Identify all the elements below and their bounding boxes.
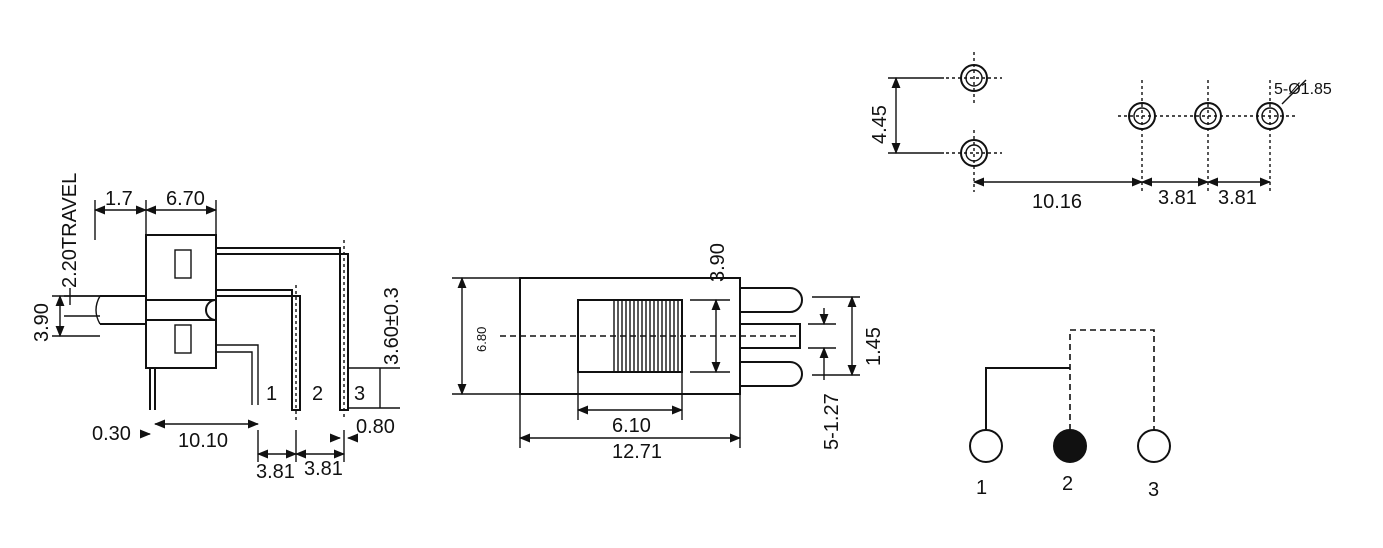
front-pin-mid: [740, 323, 801, 349]
actuator: [100, 295, 146, 325]
pin-2: [216, 289, 301, 411]
front-view: 6.80 3.90 1.45 5-1.27 6.10 12.71: [452, 243, 885, 463]
dim-0-30: 0.30: [92, 423, 131, 445]
dim-5-1-27: 5-1.27: [821, 393, 843, 450]
dim-6-80: 6.80: [474, 327, 489, 352]
dim-3-90-front: 3.90: [707, 243, 729, 282]
dim-3-81-b: 3.81: [304, 458, 343, 480]
dim-6-10: 6.10: [612, 415, 651, 437]
dim-0-80: 0.80: [356, 416, 395, 438]
pin-3: [216, 247, 349, 411]
dim-3-90-side: 3.90: [31, 303, 53, 342]
schematic: 1 2 3: [969, 329, 1171, 501]
dim-3-81-pcb-a: 3.81: [1158, 187, 1197, 209]
hole-pin-1: [1128, 80, 1156, 192]
dim-1-7: 1.7: [105, 188, 133, 210]
dim-hole-spec: 5-Ø1.85: [1274, 81, 1332, 98]
pin-label-1: 1: [266, 383, 277, 405]
hole-lower-left: [946, 130, 1002, 192]
terminal-2: [1053, 429, 1087, 463]
terminal-3: [1137, 429, 1171, 463]
slot-lower: [174, 324, 192, 354]
terminal-label-1: 1: [976, 477, 987, 499]
dim-6-70: 6.70: [166, 188, 205, 210]
dim-3-60: 3.60±0.3: [381, 287, 403, 365]
side-view: 1.7 6.70 2.20TRAVEL 3.90 3.60±0.3 1 2 3 …: [31, 173, 403, 483]
dim-3-81-a: 3.81: [256, 461, 295, 483]
switch-body: [145, 234, 217, 369]
terminal-label-3: 3: [1148, 479, 1159, 501]
slot-upper: [174, 249, 192, 279]
dim-10-10: 10.10: [178, 430, 228, 452]
dim-travel: 2.20TRAVEL: [59, 173, 81, 288]
pcb-layout: 4.45 5-Ø1.85 10.16 3.81 3.81: [869, 52, 1332, 213]
pin-1: [216, 344, 259, 405]
hole-pin-2: [1194, 80, 1222, 192]
schematic-wire-3: [1069, 329, 1155, 430]
dim-12-71: 12.71: [612, 441, 662, 463]
dim-10-16: 10.16: [1032, 191, 1082, 213]
front-pin-bottom: [740, 361, 803, 387]
terminal-1: [969, 429, 1003, 463]
dim-1-45: 1.45: [863, 327, 885, 366]
pin-label-2: 2: [312, 383, 323, 405]
front-pin-top: [740, 287, 803, 313]
schematic-wire-1: [985, 367, 1070, 430]
hole-upper-left: [946, 52, 1002, 104]
pin-label-3: 3: [354, 383, 365, 405]
dim-4-45: 4.45: [869, 105, 891, 144]
dim-3-81-pcb-b: 3.81: [1218, 187, 1257, 209]
terminal-label-2: 2: [1062, 473, 1073, 495]
